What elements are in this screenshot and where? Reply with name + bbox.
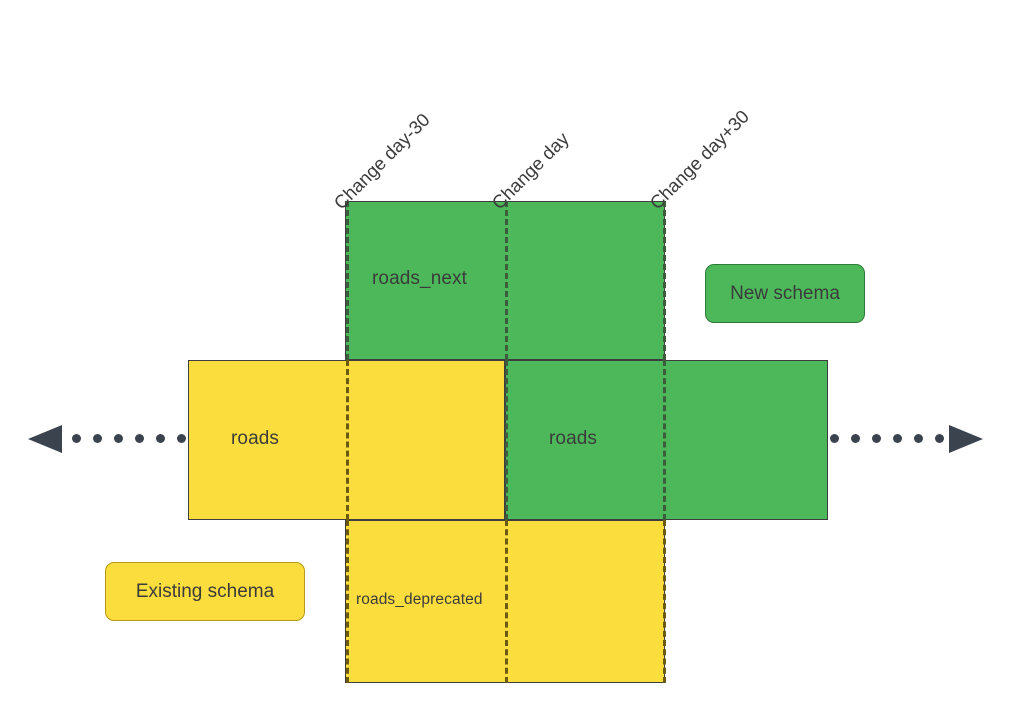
axis-dot: [872, 434, 881, 443]
axis-dot: [830, 434, 839, 443]
marker-line-before-mid: [346, 360, 349, 520]
axis-dot: [72, 434, 81, 443]
time-label-change-day-minus-30: Change day-30: [329, 108, 434, 214]
marker-line-after-mid: [663, 360, 666, 520]
legend-existing-schema: Existing schema: [105, 562, 305, 621]
axis-dot: [851, 434, 860, 443]
right-arrow-head: [949, 425, 983, 453]
marker-line-change-top: [505, 201, 508, 360]
left-arrow-head: [28, 425, 62, 453]
marker-line-before-top: [346, 201, 349, 360]
axis-dot: [156, 434, 165, 443]
legend-new-schema: New schema: [705, 264, 865, 323]
axis-dot: [135, 434, 144, 443]
block-label-roads-new: roads: [549, 428, 598, 449]
axis-dot: [914, 434, 923, 443]
block-label-roads-deprecated: roads_deprecated: [356, 591, 483, 608]
marker-line-after-bottom: [663, 520, 666, 683]
legend-existing-schema-label: Existing schema: [135, 580, 275, 602]
time-label-change-day-plus-30: Change day+30: [645, 105, 754, 214]
marker-line-change-bottom: [505, 520, 508, 683]
axis-dot: [114, 434, 123, 443]
marker-line-change-mid: [505, 360, 508, 520]
axis-dot: [177, 434, 186, 443]
block-label-roads-next: roads_next: [372, 268, 468, 289]
legend-new-schema-label: New schema: [730, 282, 840, 304]
axis-dot: [93, 434, 102, 443]
block-label-roads-existing: roads: [231, 428, 280, 449]
marker-line-before-bottom: [346, 520, 349, 683]
axis-dot: [935, 434, 944, 443]
marker-line-after-top: [663, 201, 666, 360]
axis-dot: [893, 434, 902, 443]
